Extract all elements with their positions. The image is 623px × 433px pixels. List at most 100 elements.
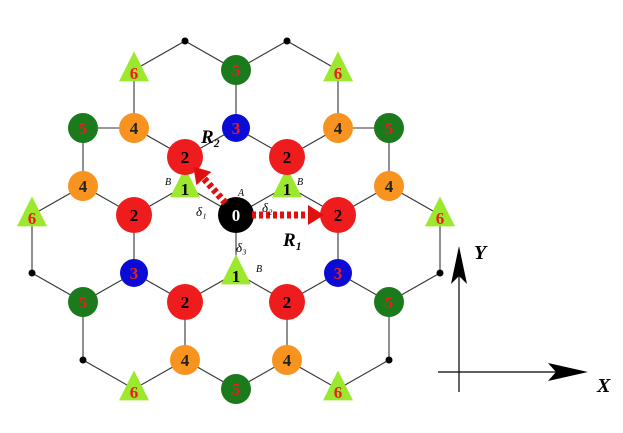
vector-R2-arrowhead	[193, 166, 212, 186]
corner-dot-disc	[283, 37, 291, 45]
site-5-disc	[68, 287, 98, 317]
site-2-number: 2	[181, 148, 190, 167]
site-3-disc	[120, 258, 148, 287]
site-0-disc	[218, 197, 254, 233]
site-6-shape	[119, 51, 149, 82]
site-2-disc	[167, 139, 203, 176]
delta1-label: δ₁	[196, 204, 207, 219]
site-4-disc	[272, 344, 302, 375]
site-2-number: 2	[130, 206, 139, 225]
corner-dot-disc	[79, 356, 87, 364]
bond-t6-k6	[337, 359, 390, 390]
bond-t5-k5	[82, 359, 135, 390]
corner-dot	[181, 37, 189, 45]
site-6: 6	[119, 51, 149, 83]
site-4: 4	[272, 344, 302, 375]
site-6-number: 6	[436, 209, 445, 228]
site-5-disc	[374, 113, 404, 143]
corner-dot	[79, 356, 87, 364]
site-2-disc	[116, 197, 152, 233]
site-B-label-right: B	[297, 177, 303, 188]
site-1: 1	[272, 167, 302, 199]
site-3: 3	[222, 114, 250, 142]
site-5: 5	[221, 374, 251, 404]
x-axis-arrowhead	[548, 363, 588, 381]
site-6-number: 6	[28, 209, 37, 228]
site-6: 6	[17, 196, 47, 228]
site-4: 4	[170, 344, 200, 375]
site-6-number: 6	[130, 383, 139, 402]
site-6-shape	[323, 370, 353, 401]
site-3-number: 3	[334, 264, 343, 283]
site-6-shape	[323, 51, 353, 82]
site-4-disc	[374, 170, 404, 201]
vector-R2	[193, 166, 229, 206]
site-5-number: 5	[232, 380, 241, 399]
delta2-label: δ₂	[262, 200, 273, 215]
site-0: 0	[218, 197, 254, 233]
corner-dot	[283, 37, 291, 45]
site-2: 2	[116, 197, 152, 233]
site-2-number: 2	[283, 148, 292, 167]
site-1-number: 1	[283, 180, 292, 199]
R1-label: R₁	[282, 230, 302, 251]
site-3: 3	[324, 258, 352, 287]
site-5: 5	[221, 55, 251, 86]
site-2-number: 2	[334, 206, 343, 225]
site-5-number: 5	[79, 119, 88, 138]
bond-t1-k1	[133, 40, 186, 71]
site-1: 1	[170, 167, 200, 199]
site-4-disc	[323, 113, 353, 143]
site-4: 4	[119, 113, 149, 143]
site-4-number: 4	[130, 119, 139, 138]
site-6-number: 6	[334, 383, 343, 402]
site-2-number: 2	[283, 293, 292, 312]
site-3-number: 3	[232, 119, 241, 138]
site-5-disc	[374, 287, 404, 317]
x-axis-label: X	[596, 375, 611, 397]
site-6-shape	[425, 196, 455, 227]
site-6: 6	[425, 196, 455, 228]
site-4-disc	[68, 170, 98, 201]
corner-dot	[436, 269, 444, 277]
site-2-disc	[167, 284, 203, 320]
site-5: 5	[68, 113, 98, 143]
site-4-number: 4	[385, 177, 394, 196]
site-1-shape	[221, 254, 251, 285]
site-B-label-bottom: B	[256, 264, 262, 275]
site-1-number: 1	[232, 267, 241, 286]
site-5: 5	[374, 287, 404, 317]
site-5-number: 5	[79, 293, 88, 312]
site-6: 6	[119, 370, 149, 402]
site-2: 2	[167, 139, 203, 176]
site-4: 4	[374, 170, 404, 201]
site-3: 3	[120, 258, 148, 287]
site-6-number: 6	[334, 64, 343, 83]
site-4-disc	[119, 113, 149, 143]
site-2-number: 2	[181, 293, 190, 312]
site-5-disc	[221, 55, 251, 86]
site-1-shape	[170, 167, 200, 198]
corner-dot-disc	[181, 37, 189, 45]
site-5-disc	[221, 374, 251, 404]
site-6-number: 6	[130, 64, 139, 83]
vector-R2-shaft	[201, 176, 229, 206]
site-1-number: 1	[181, 180, 190, 199]
site-2-disc	[269, 139, 305, 176]
site-2: 2	[320, 197, 356, 233]
site-B-label-left: B	[165, 177, 171, 188]
delta3-label: δ₃	[236, 240, 247, 255]
site-3-number: 3	[130, 264, 139, 283]
corner-dot-disc	[436, 269, 444, 277]
site-5: 5	[68, 287, 98, 317]
site-5-disc	[68, 113, 98, 143]
site-3-disc	[222, 114, 250, 142]
site-1: 1	[221, 254, 251, 286]
site-6-shape	[119, 370, 149, 401]
bond-t2-k2	[286, 40, 339, 71]
corner-dot-disc	[385, 356, 393, 364]
site-2: 2	[269, 139, 305, 176]
site-4-number: 4	[334, 119, 343, 138]
